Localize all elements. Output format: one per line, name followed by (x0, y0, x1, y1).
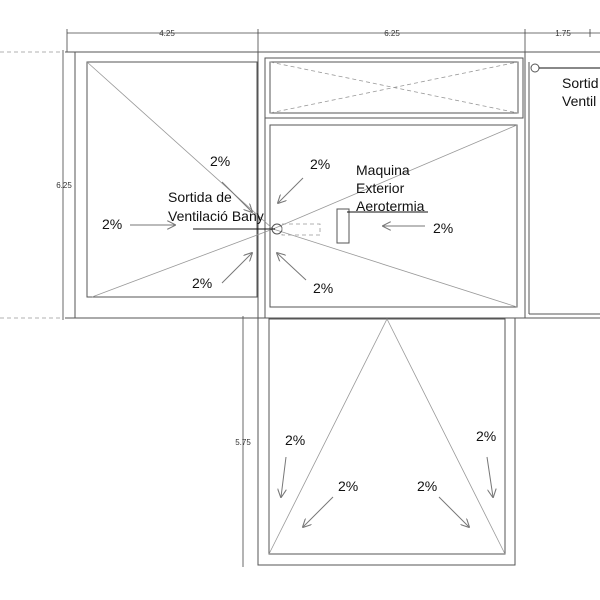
slope-label: 2% (476, 428, 496, 444)
slope-label: 2% (192, 275, 212, 291)
unit-label-3: Aerotermia (356, 198, 425, 214)
exterior-unit-box (336, 208, 350, 244)
slope-arrow-icon (277, 253, 307, 281)
slope-label: 2% (313, 280, 333, 296)
dimension-top-3: 1.75 (555, 29, 571, 38)
vent-label-1: Sortida de (168, 189, 232, 205)
ventilation-right: Sortid Ventil (530, 63, 600, 109)
vent-label-2: Ventilació Bany (168, 208, 264, 224)
vent-right-label-2: Ventil (562, 93, 596, 109)
vent-right-label-1: Sortid (562, 75, 599, 91)
slope-arrows (130, 177, 493, 527)
slope-arrow-icon (486, 456, 493, 497)
dimension-left-lower: 5.75 (235, 438, 251, 447)
slope-label: 2% (417, 478, 437, 494)
exterior-unit: Maquina Exterior Aerotermia (336, 162, 428, 244)
slope-label: 2% (210, 153, 230, 169)
dimension-top-1: 4.25 (159, 29, 175, 38)
slope-arrow-icon (221, 181, 252, 212)
dimension-left-upper: 6.25 (56, 181, 72, 190)
unit-label-1: Maquina (356, 162, 410, 178)
slope-arrow-icon (438, 496, 469, 527)
slope-label: 2% (102, 216, 122, 232)
slope-label: 2% (433, 220, 453, 236)
unit-label-2: Exterior (356, 180, 405, 196)
vent-outlet-right-icon (530, 63, 540, 73)
slope-arrow-icon (281, 456, 287, 497)
slope-arrow-icon (278, 177, 304, 203)
slope-label: 2% (285, 432, 305, 448)
slope-label: 2% (310, 156, 330, 172)
slope-arrow-icon (303, 496, 334, 527)
slope-labels: 2% 2% 2% 2% 2% 2% 2% 2% 2% 2% (102, 153, 496, 494)
walls (65, 51, 600, 566)
slope-label: 2% (338, 478, 358, 494)
ventilation-bath: Sortida de Ventilació Bany (168, 189, 321, 236)
dimension-top-2: 6.25 (384, 29, 400, 38)
dimension-lines: 4.25 6.25 1.75 6.25 5.75 (0, 29, 600, 567)
slope-lines (86, 61, 519, 555)
slope-arrow-icon (221, 253, 252, 284)
